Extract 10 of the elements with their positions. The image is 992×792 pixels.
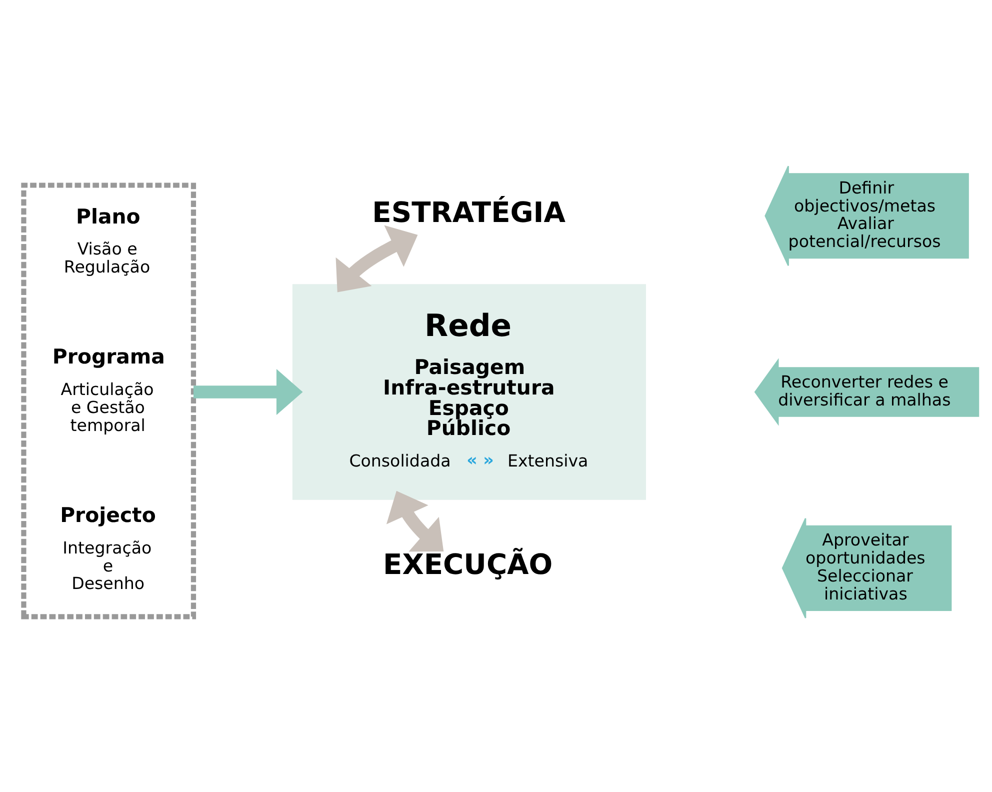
node-text: Plano Visão e Regulação — [64, 204, 150, 276]
node-text: ESTRATÉGIA — [372, 195, 566, 228]
node-text: Projecto Integração e Desenho — [60, 502, 156, 593]
node-text: Programa Articulação e Gestão temporal — [52, 344, 165, 434]
cluster — [21, 182, 196, 619]
arrow — [386, 490, 444, 552]
node-text: EXECUÇÃO — [383, 548, 553, 581]
node-box: Rede Paisagem Infra-estrutura Espaço Público Consolidada « » Extensiva — [292, 284, 646, 500]
arrow — [194, 368, 303, 415]
arrow — [336, 224, 418, 292]
